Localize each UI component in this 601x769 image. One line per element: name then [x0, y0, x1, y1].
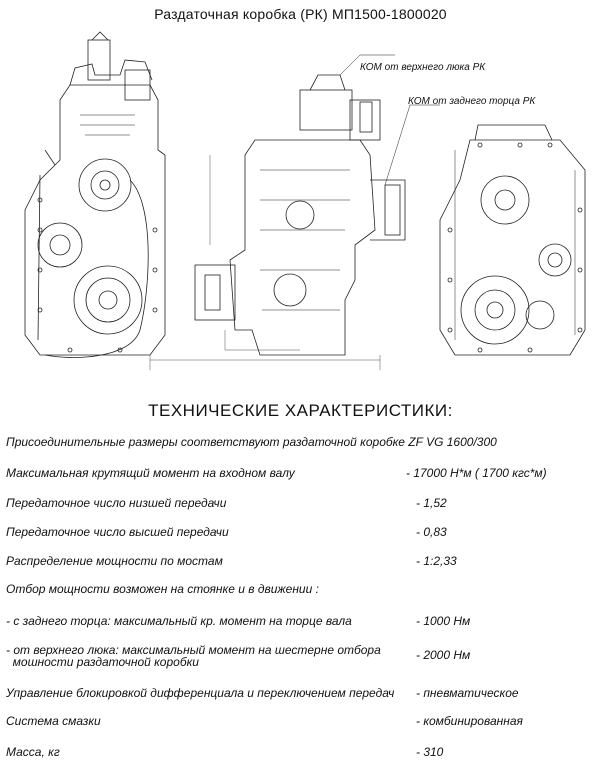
- spec-top-pto-label-line1: - от верхнего люка: максимальный момент …: [6, 643, 381, 657]
- spec-low-ratio-label: Передаточное число низшей передачи: [6, 496, 227, 510]
- spec-low-ratio-value: - 1,52: [416, 496, 447, 510]
- spec-torque-label: Максимальная крутящий момент на входном …: [6, 466, 295, 480]
- spec-lubrication-value: - комбинированная: [416, 714, 523, 728]
- spec-top-pto-label-line2: мошности раздаточной коробки: [6, 655, 199, 669]
- front-view: [24, 31, 166, 358]
- specs-heading: ТЕХНИЧЕСКИЕ ХАРАКТЕРИСТИКИ:: [148, 401, 453, 420]
- spec-lubrication-label: Система смазки: [6, 714, 101, 728]
- spec-rear-pto-label: - с заднего торца: максимальный кр. моме…: [6, 614, 352, 628]
- spec-pto-heading-text: Отбор мощности возможен на стоянке и в д…: [6, 582, 319, 596]
- side-view: [149, 54, 440, 370]
- spec-rear-pto-value: - 1000 Нм: [416, 614, 471, 628]
- spec-control-value: - пневматическое: [416, 686, 519, 700]
- rear-view: [439, 124, 586, 356]
- spec-mounting-text: Присоединительные размеры соответствуют …: [6, 435, 497, 449]
- technical-drawing: КОМ от верхнего люка РК КОМ от заднего т…: [0, 30, 601, 390]
- callout-rear-face-pto: КОМ от заднего торца РК: [408, 96, 536, 107]
- spec-mass-label: Масса, кг: [6, 745, 60, 759]
- spec-control-label: Управление блокировкой дифференциала и п…: [6, 686, 395, 700]
- callout-top-hatch-pto: КОМ от верхнего люка РК: [360, 62, 486, 73]
- spec-distribution-value: - 1:2,33: [416, 554, 457, 568]
- spec-high-ratio-label: Передаточное число высшей передачи: [6, 525, 229, 539]
- spec-mass-value: - 310: [416, 745, 444, 759]
- transfer-case-drawing: [24, 31, 586, 370]
- spec-torque-value: - 17000 Н*м ( 1700 кгс*м): [406, 466, 547, 480]
- spec-high-ratio-value: - 0,83: [416, 525, 447, 539]
- page-title: Раздаточная коробка (РК) МП1500-1800020: [154, 6, 447, 22]
- spec-distribution-label: Распределение мощности по мостам: [6, 554, 223, 568]
- spec-top-pto-value: - 2000 Нм: [416, 648, 471, 662]
